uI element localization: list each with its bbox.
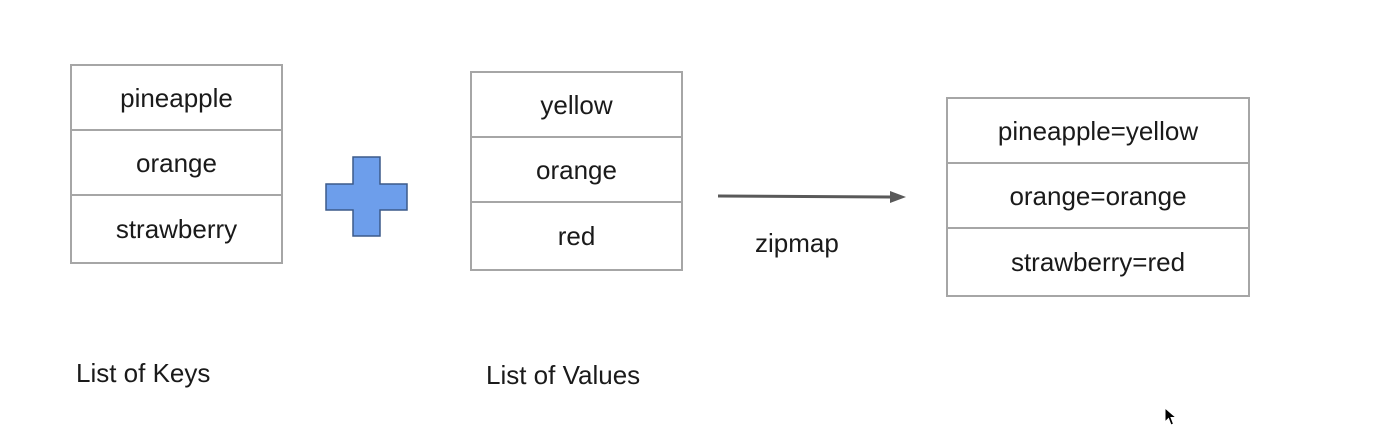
value-cell: red (557, 220, 596, 251)
plus-icon (325, 156, 408, 237)
key-cell: orange (72, 131, 281, 196)
result-cell: strawberry=red (1010, 246, 1186, 277)
value-cell: yellow (472, 73, 681, 138)
values-caption: List of Values (486, 360, 641, 390)
zipmap-label: zipmap (755, 228, 839, 258)
mouse-cursor-icon (1164, 407, 1178, 426)
result-list: pineapple=yellow orange=orange strawberr… (946, 97, 1250, 297)
result-cell: orange=orange (948, 164, 1248, 229)
key-cell: strawberry (115, 213, 238, 244)
keys-caption: List of Keys (76, 358, 211, 388)
values-list: yellow orange red (470, 71, 683, 271)
value-cell: orange (472, 138, 681, 203)
arrow-right-icon (717, 191, 906, 203)
keys-list: pineapple orange strawberry (70, 64, 283, 264)
key-cell: pineapple (72, 66, 281, 131)
result-cell: pineapple=yellow (948, 99, 1248, 164)
